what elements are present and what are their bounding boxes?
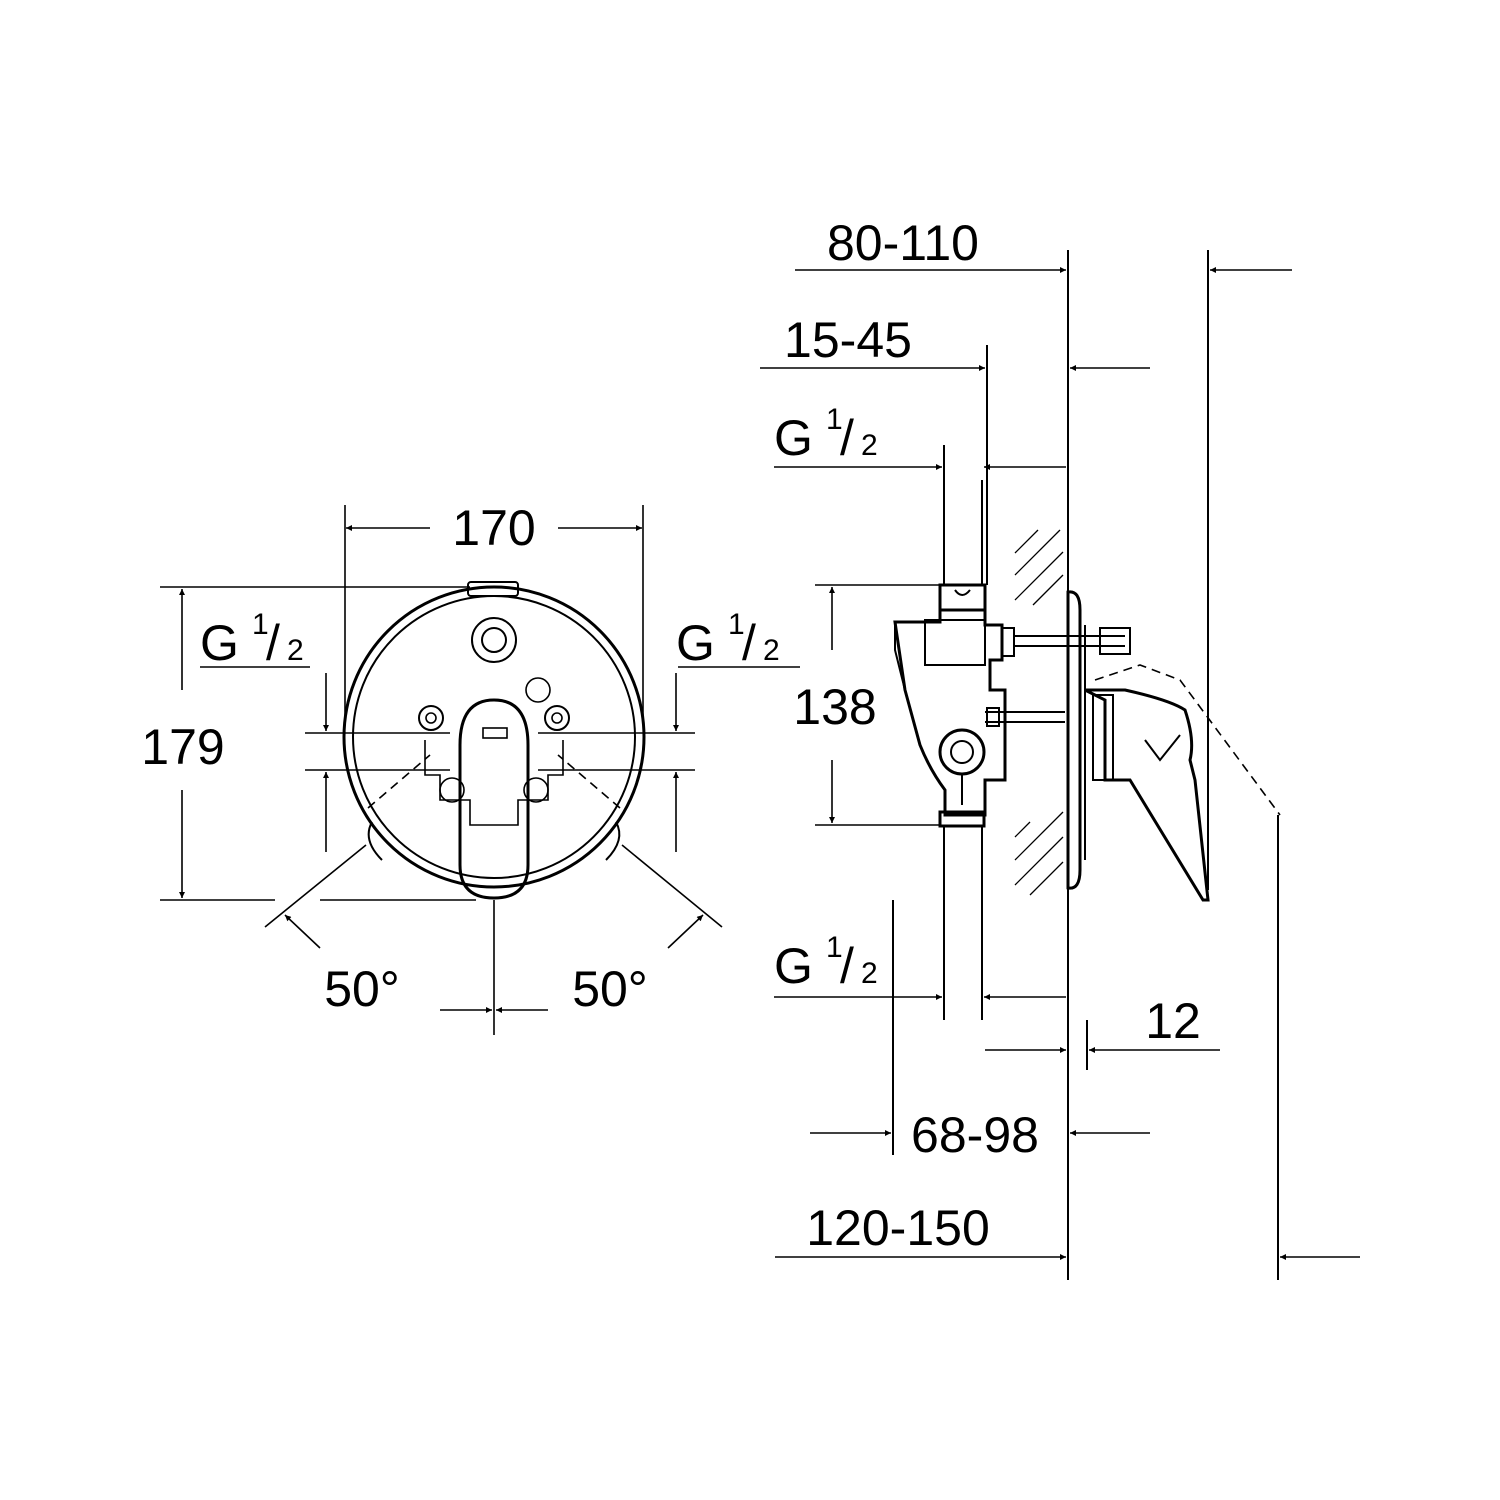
angle-right-ray xyxy=(621,844,723,928)
lower-spindle-nut xyxy=(986,707,1000,727)
hidden-boss-right xyxy=(523,777,549,803)
handle-base xyxy=(1092,694,1114,781)
svg-text:2: 2 xyxy=(861,957,878,990)
angle-left-arrow xyxy=(284,914,321,949)
svg-text:G: G xyxy=(774,938,813,994)
bottom-port-outer xyxy=(938,728,986,776)
right-knob xyxy=(544,705,570,731)
valve-body-left-wing xyxy=(894,622,906,691)
svg-text:2: 2 xyxy=(287,634,304,667)
svg-text:2: 2 xyxy=(763,634,780,667)
side-view: 80-110 15-45 G 1 / 2 138 G 1 / 2 xyxy=(760,215,1360,1280)
dim-80-110-label: 80-110 xyxy=(827,215,979,271)
angle-right-arrow xyxy=(667,914,704,949)
inlet-left-label: G 1 / 2 xyxy=(200,608,304,671)
handle-detail xyxy=(1144,734,1181,762)
inlet-bottom-label: G 1 / 2 xyxy=(774,931,878,994)
handle-rotation-outline xyxy=(1094,664,1281,816)
angle-left-label: 50° xyxy=(324,961,400,1017)
upper-spindle-knob xyxy=(1099,627,1131,655)
dim-68-98-label: 68-98 xyxy=(911,1107,1039,1163)
dim-15-45-label: 15-45 xyxy=(784,312,912,368)
rotation-path-right xyxy=(557,754,621,809)
svg-text:1: 1 xyxy=(826,931,843,964)
svg-text:G: G xyxy=(676,615,715,671)
lever xyxy=(458,698,530,900)
top-inlet-stub xyxy=(938,583,987,612)
top-port-inner xyxy=(481,627,507,653)
rotation-path-left xyxy=(367,754,431,809)
svg-text:/: / xyxy=(266,615,280,671)
escutcheon-side xyxy=(1066,590,1082,890)
dim-179-label: 179 xyxy=(141,719,224,775)
bottom-port-inner xyxy=(950,740,974,764)
svg-text:G: G xyxy=(200,615,239,671)
dim-170-label: 170 xyxy=(452,500,535,556)
hidden-valve-body xyxy=(424,740,564,826)
svg-text:1: 1 xyxy=(728,608,745,641)
svg-text:G: G xyxy=(774,410,813,466)
top-inlet-mark xyxy=(954,589,971,596)
left-knob-inner xyxy=(425,712,437,724)
left-knob xyxy=(418,705,444,731)
svg-text:2: 2 xyxy=(861,429,878,462)
lower-lug-left xyxy=(367,821,383,861)
bottom-inlet-stub xyxy=(938,810,986,828)
lower-lug-right xyxy=(605,821,621,861)
top-port-outer xyxy=(471,617,517,663)
escutcheon-inner xyxy=(352,595,636,879)
dim-12-label: 12 xyxy=(1145,993,1201,1049)
top-tab xyxy=(467,581,519,597)
svg-text:/: / xyxy=(840,938,854,994)
valve-body xyxy=(893,608,1007,817)
handle-side xyxy=(1084,688,1210,902)
hidden-boss-left xyxy=(439,777,465,803)
front-view: 170 179 G 1 / 2 G 1 / 2 xyxy=(141,500,800,1035)
svg-text:/: / xyxy=(840,410,854,466)
right-knob-inner xyxy=(551,712,563,724)
angle-left-ray xyxy=(264,844,367,928)
inlet-top-label: G 1 / 2 xyxy=(774,403,878,466)
svg-text:/: / xyxy=(742,615,756,671)
upper-spindle-base xyxy=(1001,627,1015,657)
cartridge xyxy=(924,619,986,666)
svg-text:1: 1 xyxy=(826,403,843,436)
inlet-right-label: G 1 / 2 xyxy=(676,608,780,671)
dim-138-label: 138 xyxy=(793,679,876,735)
escutcheon-outer xyxy=(342,585,646,889)
angle-right-label: 50° xyxy=(572,961,648,1017)
dim-120-150-label: 120-150 xyxy=(806,1200,990,1256)
hidden-boss-top xyxy=(525,677,551,703)
lever-logo xyxy=(482,727,508,739)
svg-text:1: 1 xyxy=(252,608,269,641)
wall-hatching xyxy=(1014,529,1064,896)
